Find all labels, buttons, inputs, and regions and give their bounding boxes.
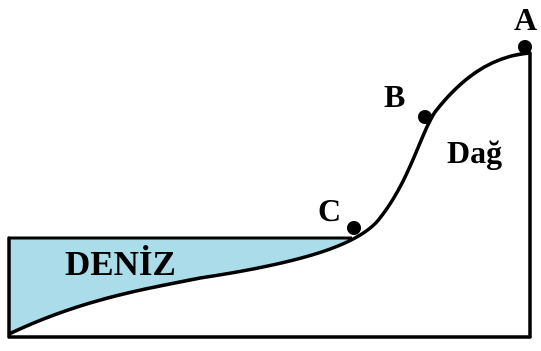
point-b-label: B: [384, 78, 405, 114]
point-c-label: C: [318, 192, 341, 228]
terrain-outline: [7, 51, 532, 339]
point-c-marker: [347, 221, 361, 235]
sea-label: DENİZ: [65, 244, 176, 283]
point-b-marker: [418, 110, 432, 124]
point-a-marker: [518, 40, 532, 54]
sea-area: [9, 238, 352, 334]
mountain-label: Dağ: [447, 134, 502, 170]
point-a-label: A: [514, 1, 537, 37]
